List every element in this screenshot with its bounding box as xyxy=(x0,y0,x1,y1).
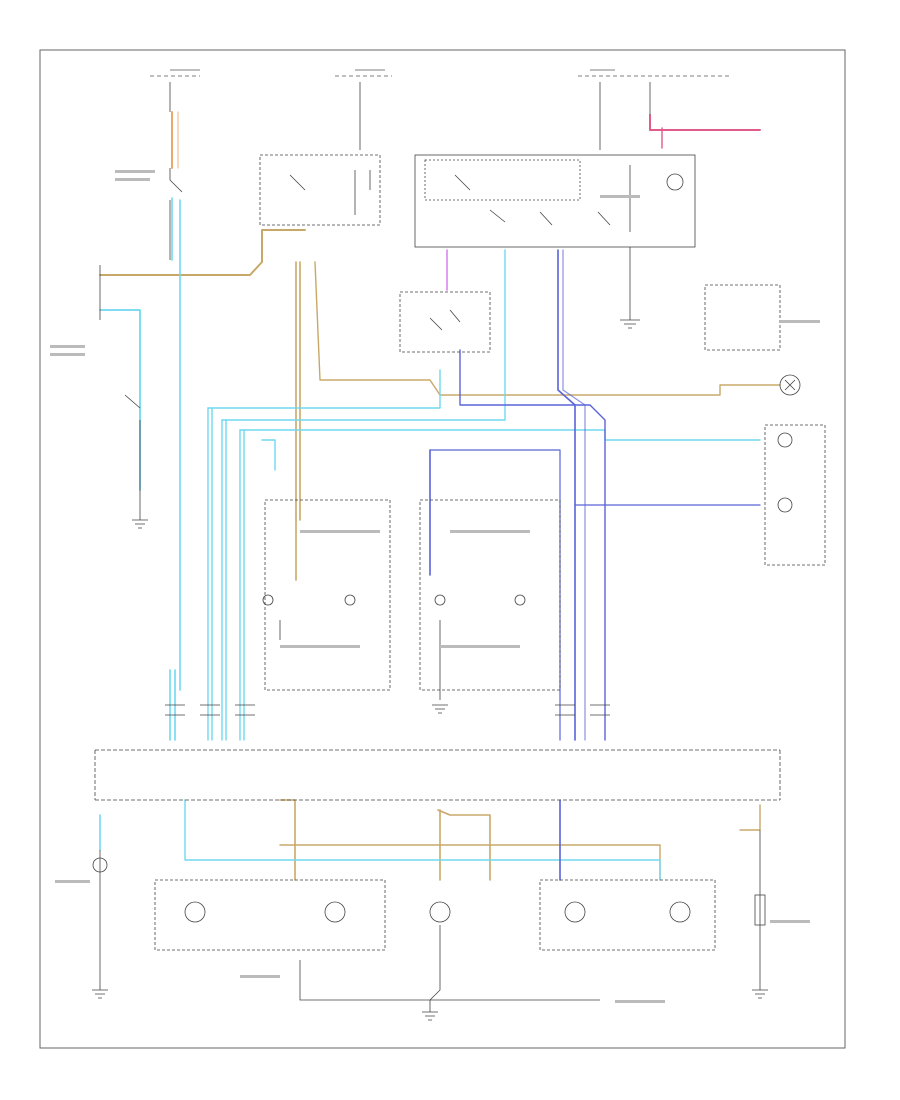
flasher-module-box xyxy=(414,154,696,248)
indicator-lamp-right xyxy=(777,497,793,513)
blue-wire-right xyxy=(557,249,576,741)
exterior-lamp-switch-box xyxy=(259,154,381,226)
rear-lamp-right-box xyxy=(539,879,716,951)
chmsl-bulb xyxy=(779,374,801,396)
front-lamp-right-box xyxy=(419,499,561,691)
indicator-lamp-left xyxy=(777,432,793,448)
pink-wire-right-fuse xyxy=(649,114,761,131)
rear-lamp-left-box xyxy=(154,879,386,951)
tan-wire-headlamp-feed xyxy=(99,229,306,276)
front-lamp-left-box xyxy=(264,499,391,691)
diagram-frame xyxy=(39,49,846,1049)
black-line-work xyxy=(92,82,826,1021)
wire-layer xyxy=(99,111,781,881)
light-blue-wire-left xyxy=(99,309,141,491)
label-placeholders xyxy=(50,170,820,1003)
turn-signal-switch-box xyxy=(399,291,491,353)
fuse-block-bus xyxy=(150,69,730,77)
